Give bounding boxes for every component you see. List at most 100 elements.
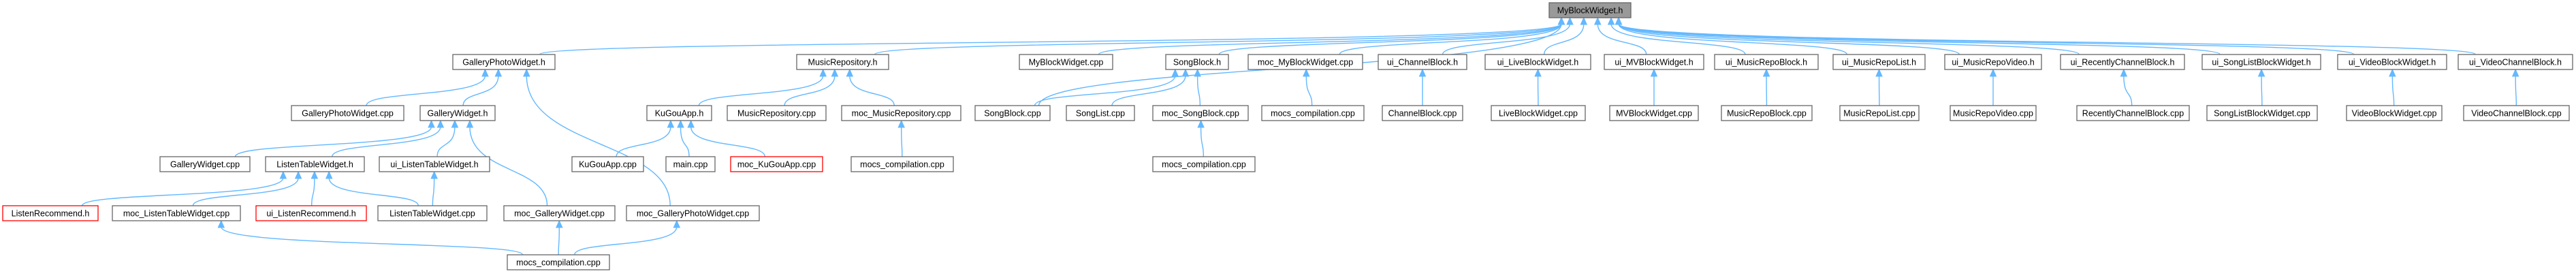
node-ui-musicrepovideo-h[interactable]: ui_MusicRepoVideo.h [1944, 54, 2042, 70]
node-box[interactable] [2346, 105, 2443, 121]
node-liveblockwidget-cpp[interactable]: LiveBlockWidget.cpp [1491, 105, 1586, 121]
node-gallerywidget-h[interactable]: GalleryWidget.h [419, 105, 496, 121]
node-recentlychannelblock-cpp[interactable]: RecentlyChannelBlock.cpp [2076, 105, 2190, 121]
node-ui-recentlychannelblock-h[interactable]: ui_RecentlyChannelBlock.h [2060, 54, 2185, 70]
node-ui-mvblockwidget-h[interactable]: ui_MVBlockWidget.h [1604, 54, 1704, 70]
node-box[interactable] [291, 105, 404, 121]
node-box[interactable] [850, 156, 954, 172]
node-mocs-compilation-cpp[interactable]: mocs_compilation.cpp [1261, 105, 1365, 121]
node-box[interactable] [1019, 54, 1113, 70]
node-songblock-h[interactable]: SongBlock.h [1165, 54, 1229, 70]
node-moc-songblock-cpp[interactable]: moc_SongBlock.cpp [1152, 105, 1249, 121]
node-box[interactable] [2463, 105, 2570, 121]
node-myblockwidget-cpp[interactable]: MyBlockWidget.cpp [1019, 54, 1113, 70]
node-box[interactable] [730, 156, 823, 172]
node-box[interactable] [1832, 54, 1926, 70]
node-box[interactable] [571, 156, 644, 172]
node-box[interactable] [377, 205, 488, 221]
node-kugouapp-h[interactable]: KuGouApp.h [646, 105, 712, 121]
node-box[interactable] [159, 156, 251, 172]
node-box[interactable] [1609, 105, 1699, 121]
node-box[interactable] [2201, 54, 2321, 70]
node-main-cpp[interactable]: main.cpp [665, 156, 716, 172]
node-musicrepoblock-cpp[interactable]: MusicRepoBlock.cpp [1721, 105, 1813, 121]
node-box[interactable] [1382, 105, 1463, 121]
node-listenrecommend-h[interactable]: ListenRecommend.h [2, 205, 99, 221]
node-box[interactable] [1721, 105, 1813, 121]
node-mocs-compilation-cpp[interactable]: mocs_compilation.cpp [850, 156, 954, 172]
node-box[interactable] [2458, 54, 2573, 70]
node-box[interactable] [1165, 54, 1229, 70]
node-box[interactable] [2076, 105, 2190, 121]
node-box[interactable] [1152, 156, 1256, 172]
node-mvblockwidget-cpp[interactable]: MVBlockWidget.cpp [1609, 105, 1699, 121]
node-box[interactable] [1066, 105, 1135, 121]
node-videochannelblock-cpp[interactable]: VideoChannelBlock.cpp [2463, 105, 2570, 121]
node-box[interactable] [2206, 105, 2318, 121]
node-box[interactable] [796, 54, 889, 70]
node-gallerywidget-cpp[interactable]: GalleryWidget.cpp [159, 156, 251, 172]
node-ui-listenrecommend-h[interactable]: ui_ListenRecommend.h [255, 205, 367, 221]
node-box[interactable] [255, 205, 367, 221]
node-listentablewidget-cpp[interactable]: ListenTableWidget.cpp [377, 205, 488, 221]
node-ui-videoblockwidget-h[interactable]: ui_VideoBlockWidget.h [2337, 54, 2447, 70]
node-box[interactable] [974, 105, 1051, 121]
node-box[interactable] [727, 105, 827, 121]
node-ui-songlistblockwidget-h[interactable]: ui_SongListBlockWidget.h [2201, 54, 2321, 70]
node-box[interactable] [1548, 2, 1632, 18]
node-moc-musicrepository-cpp[interactable]: moc_MusicRepository.cpp [841, 105, 961, 121]
node-box[interactable] [379, 156, 490, 172]
node-box[interactable] [1152, 105, 1249, 121]
node-box[interactable] [1839, 105, 1920, 121]
node-mocs-compilation-cpp[interactable]: mocs_compilation.cpp [507, 254, 610, 270]
node-songlistblockwidget-cpp[interactable]: SongListBlockWidget.cpp [2206, 105, 2318, 121]
node-box[interactable] [665, 156, 716, 172]
node-mocs-compilation-cpp[interactable]: mocs_compilation.cpp [1152, 156, 1256, 172]
node-musicrepovideo-cpp[interactable]: MusicRepoVideo.cpp [1950, 105, 2037, 121]
node-moc-galleryphotowidget-cpp[interactable]: moc_GalleryPhotoWidget.cpp [626, 205, 760, 221]
node-ui-musicrepoblock-h[interactable]: ui_MusicRepoBlock.h [1714, 54, 1819, 70]
node-box[interactable] [507, 254, 610, 270]
node-songlist-cpp[interactable]: SongList.cpp [1066, 105, 1135, 121]
node-galleryphotowidget-cpp[interactable]: GalleryPhotoWidget.cpp [291, 105, 404, 121]
node-box[interactable] [2, 205, 99, 221]
node-musicrepolist-cpp[interactable]: MusicRepoList.cpp [1839, 105, 1920, 121]
node-listentablewidget-h[interactable]: ListenTableWidget.h [265, 156, 365, 172]
node-box[interactable] [503, 205, 616, 221]
node-ui-musicrepolist-h[interactable]: ui_MusicRepoList.h [1832, 54, 1926, 70]
node-myblockwidget-h[interactable]: MyBlockWidget.h [1548, 2, 1632, 18]
node-moc-kugouapp-cpp[interactable]: moc_KuGouApp.cpp [730, 156, 823, 172]
node-box[interactable] [2337, 54, 2447, 70]
node-box[interactable] [1261, 105, 1365, 121]
node-box[interactable] [1950, 105, 2037, 121]
node-box[interactable] [265, 156, 365, 172]
node-box[interactable] [1944, 54, 2042, 70]
node-kugouapp-cpp[interactable]: KuGouApp.cpp [571, 156, 644, 172]
node-videoblockwidget-cpp[interactable]: VideoBlockWidget.cpp [2346, 105, 2443, 121]
node-ui-channelblock-h[interactable]: ui_ChannelBlock.h [1378, 54, 1467, 70]
node-ui-videochannelblock-h[interactable]: ui_VideoChannelBlock.h [2458, 54, 2573, 70]
node-box[interactable] [1378, 54, 1467, 70]
node-moc-gallerywidget-cpp[interactable]: moc_GalleryWidget.cpp [503, 205, 616, 221]
node-box[interactable] [1604, 54, 1704, 70]
node-songblock-cpp[interactable]: SongBlock.cpp [974, 105, 1051, 121]
node-box[interactable] [1247, 54, 1363, 70]
node-box[interactable] [2060, 54, 2185, 70]
node-musicrepository-cpp[interactable]: MusicRepository.cpp [727, 105, 827, 121]
node-ui-liveblockwidget-h[interactable]: ui_LiveBlockWidget.h [1484, 54, 1591, 70]
node-musicrepository-h[interactable]: MusicRepository.h [796, 54, 889, 70]
node-box[interactable] [626, 205, 760, 221]
node-box[interactable] [452, 54, 556, 70]
node-channelblock-cpp[interactable]: ChannelBlock.cpp [1382, 105, 1463, 121]
node-box[interactable] [841, 105, 961, 121]
node-moc-listentablewidget-cpp[interactable]: moc_ListenTableWidget.cpp [112, 205, 241, 221]
node-galleryphotowidget-h[interactable]: GalleryPhotoWidget.h [452, 54, 556, 70]
node-box[interactable] [1491, 105, 1586, 121]
node-box[interactable] [419, 105, 496, 121]
node-box[interactable] [1714, 54, 1819, 70]
node-box[interactable] [646, 105, 712, 121]
node-ui-listentablewidget-h[interactable]: ui_ListenTableWidget.h [379, 156, 490, 172]
node-moc-myblockwidget-cpp[interactable]: moc_MyBlockWidget.cpp [1247, 54, 1363, 70]
node-box[interactable] [1484, 54, 1591, 70]
node-box[interactable] [112, 205, 241, 221]
